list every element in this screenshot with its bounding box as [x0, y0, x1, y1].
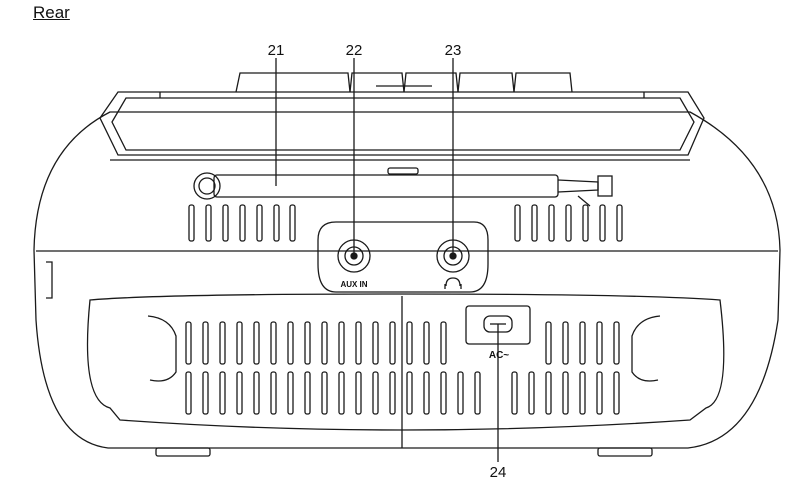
antenna — [193, 172, 613, 207]
lower-grill-row-1 — [185, 321, 620, 365]
foot-left — [155, 447, 211, 457]
leader-lines — [275, 58, 499, 462]
ac-label: AC~ — [489, 350, 509, 361]
device-body-outline — [33, 111, 781, 449]
top-handle — [99, 91, 705, 156]
upper-grill-left — [188, 204, 296, 242]
lower-grill-row-2 — [185, 371, 620, 415]
view-heading: Rear — [33, 3, 70, 22]
callout-21: 21 — [268, 42, 285, 59]
callout-22: 22 — [346, 42, 363, 59]
callout-24: 24 — [490, 464, 507, 481]
aux-in-label: AUX IN — [340, 280, 367, 289]
headphone-icon — [444, 277, 462, 289]
jack-panel — [317, 221, 489, 293]
upper-grill-right — [514, 204, 623, 242]
callout-23: 23 — [445, 42, 462, 59]
lower-panel — [86, 293, 725, 431]
top-buttons — [235, 72, 573, 93]
foot-right — [597, 447, 653, 457]
